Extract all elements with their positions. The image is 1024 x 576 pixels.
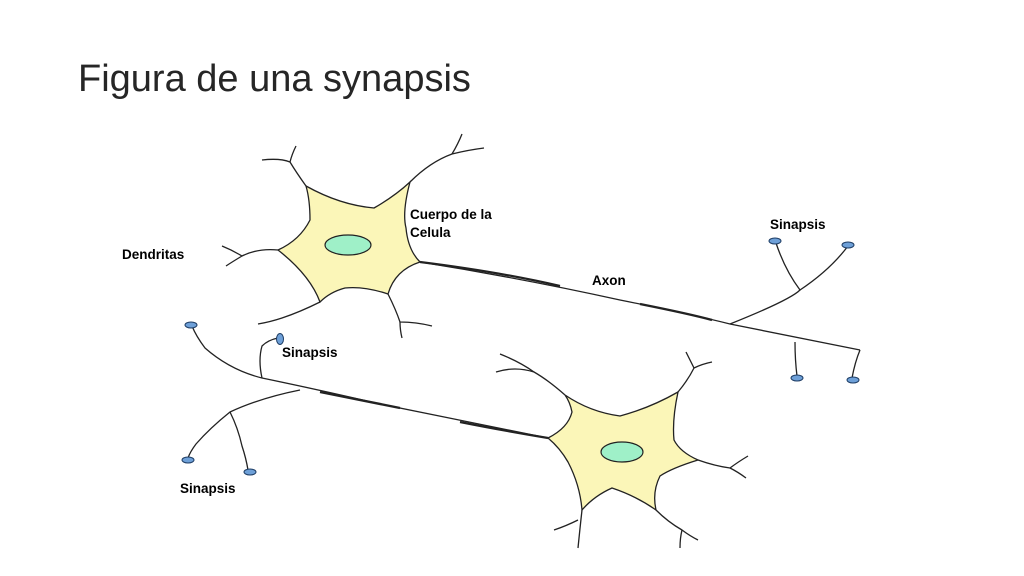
axon-terminals-top [729,242,861,379]
slide-title: Figura de una synapsis [78,58,471,100]
neuron-top [221,133,861,379]
synapse-terminal [768,237,782,245]
nucleus-top [324,234,372,256]
synapse-terminals-left [181,321,284,476]
label-axon: Axon [592,273,626,288]
synapse-terminals-top-right [768,237,860,384]
label-cell-body-line2: Celula [410,225,451,240]
synapse-terminal [243,468,257,476]
label-synapse-bottom-left: Sinapsis [180,481,236,496]
label-synapse-top-right: Sinapsis [770,217,826,232]
dendrites-top [221,133,485,339]
synapse-terminal [276,333,284,345]
synapse-terminal [846,376,860,384]
synapse-terminal [841,241,855,249]
synapse-terminal [184,321,198,329]
label-synapse-middle: Sinapsis [282,345,338,360]
axon-bottom [191,325,549,439]
label-dendrites: Dendritas [122,247,184,262]
nucleus-bottom [600,441,644,463]
axon-terminals-bottom [187,389,301,471]
synapse-terminal [181,456,195,464]
dendrites-bottom [495,351,749,549]
axon-top [419,261,861,351]
neuron-bottom [187,325,749,549]
label-cell-body-line1: Cuerpo de la [410,207,492,222]
synapse-terminal [790,374,804,382]
